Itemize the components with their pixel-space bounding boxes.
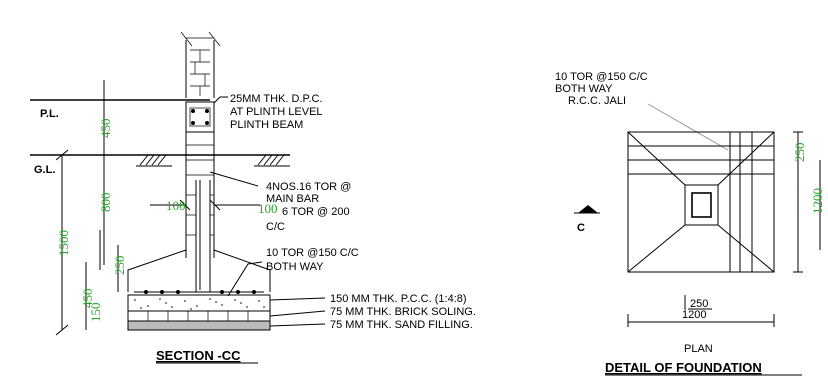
bottom-bar-line2: BOTH WAY (266, 261, 324, 273)
plan-subtitle: PLAN (684, 343, 713, 355)
jali-line2: BOTH WAY (555, 83, 613, 95)
ground-level-label: G.L. (34, 164, 55, 176)
section-cc: P.L. G.L. (30, 31, 476, 364)
plan-detail: 10 TOR @150 C/C BOTH WAY R.C.C. JALI C 2… (555, 71, 825, 376)
earth-hatch-right (254, 154, 290, 167)
dim-450b: 450 (80, 289, 95, 309)
jali-line3: R.C.C. JALI (568, 95, 626, 107)
earth-hatch-left (136, 154, 172, 167)
sand-filling (127, 320, 271, 331)
footing-right-slope (213, 249, 271, 292)
brick-soling-label: 75 MM THK. BRICK SOLING. (330, 306, 476, 318)
sand-filling-label: 75 MM THK. SAND FILLING. (330, 319, 473, 331)
dim-450: 450 (98, 119, 113, 139)
section-title: SECTION -CC (156, 348, 241, 363)
dpc-label: 25MM THK. D.P.C. (230, 93, 323, 105)
stirrup-line1: 6 TOR @ 200 (282, 206, 350, 218)
dim-1500: 1500 (56, 230, 71, 256)
plan-dim-v1200: 1200 (810, 188, 825, 214)
bottom-bar-line1: 10 TOR @150 C/C (266, 247, 359, 259)
plinth-level-label: P.L. (40, 108, 59, 120)
plan-dim-v250: 250 (792, 143, 807, 163)
dim-800: 800 (98, 193, 113, 213)
jali-line1: 10 TOR @150 C/C (555, 71, 648, 83)
plan-title: DETAIL OF FOUNDATION (605, 360, 762, 375)
dim-100-right: 100 (258, 201, 278, 216)
main-bar-line2: MAIN BAR (266, 193, 319, 205)
plinth-beam (185, 101, 215, 133)
main-bar-line1: 4NOS.16 TOR @ (266, 181, 351, 193)
pcc-stipple (134, 298, 265, 310)
wall-hatch (190, 49, 210, 96)
plinth-beam-label: PLINTH BEAM (230, 119, 303, 131)
dim-150: 150 (88, 303, 103, 323)
footing-plan-outline (627, 131, 775, 273)
pcc-label: 150 MM THK. P.C.C. (1:4:8) (330, 293, 467, 305)
bottom-bars (144, 290, 256, 294)
brick-soling (127, 310, 271, 322)
plinth-level-note: AT PLINTH LEVEL (230, 106, 323, 118)
dim-250: 250 (112, 256, 127, 276)
dim-100-left: 100 (166, 198, 186, 213)
stirrup-line2: C/C (266, 221, 285, 233)
plan-dim-1200: 1200 (682, 309, 706, 321)
section-mark-arrow (578, 205, 598, 213)
pedestal-plan (684, 184, 719, 226)
footing-left-slope (127, 249, 187, 292)
section-mark-label: C (577, 222, 585, 234)
plan-dim-250: 250 (690, 298, 708, 310)
pcc-layer (127, 294, 271, 312)
